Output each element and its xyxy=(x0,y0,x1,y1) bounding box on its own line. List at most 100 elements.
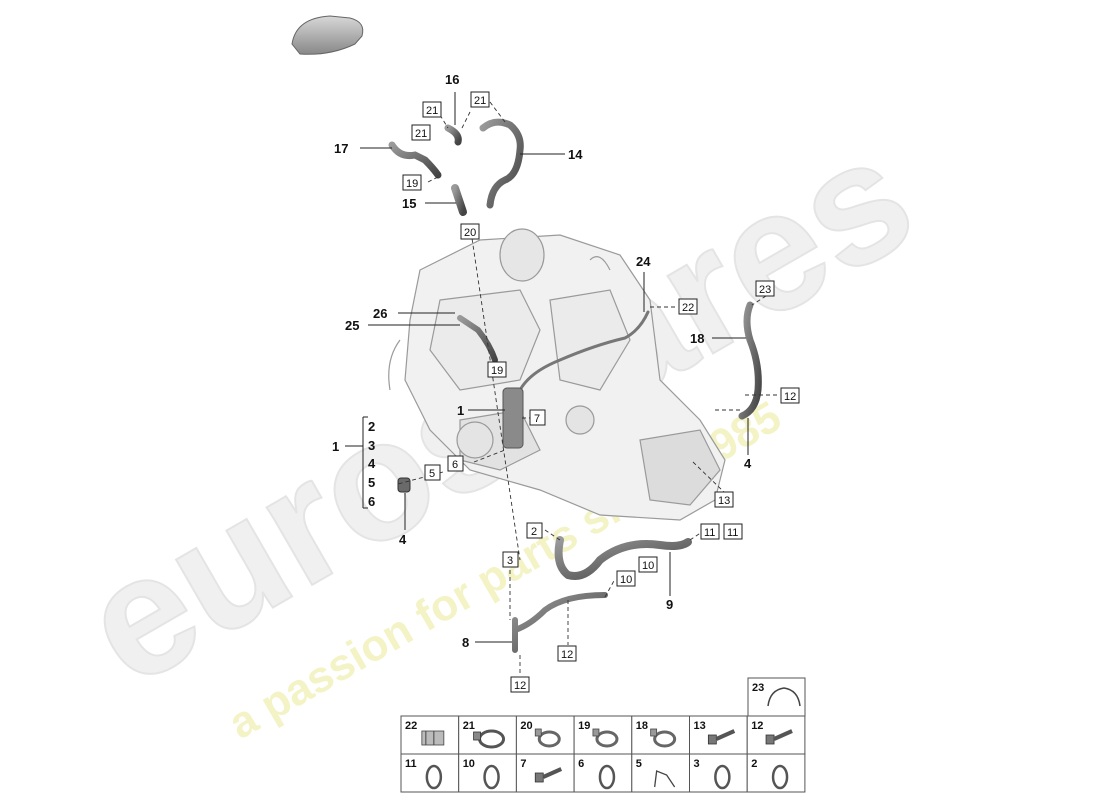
legend-tile-18: 18 xyxy=(631,715,690,755)
ref-box-6: 6 xyxy=(447,455,464,472)
legend-number: 2 xyxy=(751,758,757,770)
spring-clamp-icon xyxy=(534,728,561,748)
legend-number: 5 xyxy=(636,758,642,770)
ref-box-10-b: 10 xyxy=(616,570,636,587)
clip-bracket-icon xyxy=(421,730,445,746)
callout-4-plug: 4 xyxy=(399,532,407,547)
svg-text:20: 20 xyxy=(464,227,476,239)
spring-clamp-icon xyxy=(592,728,619,748)
legend-number: 21 xyxy=(463,720,475,732)
car-silhouette-icon xyxy=(291,15,364,55)
ref-box-19-b: 19 xyxy=(487,361,507,378)
ref-box-3: 3 xyxy=(502,551,519,568)
callouts: 16 17 14 15 24 26 25 18 1 1 2 3 4 5 6 4 … xyxy=(332,72,752,650)
legend-number: 6 xyxy=(578,758,584,770)
svg-text:22: 22 xyxy=(682,302,694,314)
o-ring-icon xyxy=(714,764,731,790)
legend-tile-3: 3 xyxy=(689,753,748,793)
svg-text:2: 2 xyxy=(531,526,537,538)
leader-lines xyxy=(345,92,749,643)
svg-text:19: 19 xyxy=(491,365,503,377)
callout-1-kit: 1 xyxy=(332,439,339,454)
legend-tile-20: 20 xyxy=(515,715,575,755)
callout-9: 9 xyxy=(666,597,673,612)
svg-text:12: 12 xyxy=(784,391,796,403)
ref-box-12-a: 12 xyxy=(780,387,800,404)
svg-text:10: 10 xyxy=(642,560,654,572)
bolt-icon xyxy=(765,729,793,745)
legend-row-1: 22 21 20 19 18 13 12 xyxy=(400,715,806,755)
ref-box-7: 7 xyxy=(529,409,546,426)
ref-box-22: 22 xyxy=(678,298,698,315)
reference-boxes: 21 21 21 19 20 22 23 19 7 6 5 12 13 2 3 … xyxy=(402,91,800,693)
callout-17: 17 xyxy=(334,141,348,156)
svg-text:6: 6 xyxy=(452,459,458,471)
ref-box-21-b: 21 xyxy=(411,124,431,141)
ref-box-19-a: 19 xyxy=(402,174,422,191)
ref-box-10-a: 10 xyxy=(638,556,658,573)
legend-number: 22 xyxy=(405,720,417,732)
legend-number: 20 xyxy=(520,720,532,732)
ref-box-5: 5 xyxy=(424,464,441,481)
legend-tile-13: 13 xyxy=(689,715,748,755)
callout-8: 8 xyxy=(462,635,469,650)
callout-14: 14 xyxy=(568,147,583,162)
ref-box-11-b: 11 xyxy=(723,523,743,540)
ref-box-12-c: 12 xyxy=(510,676,530,693)
ref-box-12-b: 12 xyxy=(557,645,577,662)
hose-clamp-icon xyxy=(473,729,506,749)
svg-text:23: 23 xyxy=(752,682,764,694)
callout-kit-6: 6 xyxy=(368,494,375,509)
callout-15: 15 xyxy=(402,196,416,211)
wire-clip-icon xyxy=(767,687,801,707)
legend-number: 11 xyxy=(405,758,417,770)
callout-1-housing: 1 xyxy=(457,403,464,418)
ref-box-11-a: 11 xyxy=(700,523,720,540)
svg-text:21: 21 xyxy=(474,95,486,107)
svg-text:13: 13 xyxy=(718,495,730,507)
legend-tile-12: 12 xyxy=(746,715,806,755)
legend-tile-2: 2 xyxy=(746,753,806,793)
callout-16: 16 xyxy=(445,72,459,87)
legend-tile-22: 22 xyxy=(400,715,460,755)
legend-number: 18 xyxy=(636,720,648,732)
ref-box-23: 23 xyxy=(755,280,775,297)
svg-text:21: 21 xyxy=(415,128,427,140)
svg-text:10: 10 xyxy=(620,574,632,586)
ref-box-21-c: 21 xyxy=(470,91,490,108)
legend-tile-10: 10 xyxy=(458,753,517,793)
callout-26: 26 xyxy=(373,306,387,321)
callout-kit-5: 5 xyxy=(368,475,375,490)
callout-kit-2: 2 xyxy=(368,419,375,434)
hoses xyxy=(388,118,762,653)
ref-box-2: 2 xyxy=(526,522,543,539)
legend-tile-21: 21 xyxy=(458,715,517,755)
bolt-icon xyxy=(534,767,563,783)
legend-tile-11: 11 xyxy=(400,753,460,793)
svg-text:5: 5 xyxy=(429,468,435,480)
legend-number: 13 xyxy=(694,720,706,732)
legend-number: 19 xyxy=(578,720,590,732)
callout-kit-3: 3 xyxy=(368,438,375,453)
callout-24: 24 xyxy=(636,254,651,269)
o-ring-icon xyxy=(483,764,500,790)
callout-25: 25 xyxy=(345,318,359,333)
o-ring-icon xyxy=(771,764,789,790)
bolt-icon xyxy=(707,729,736,745)
spring-clamp-icon xyxy=(650,728,677,748)
svg-text:3: 3 xyxy=(507,555,513,567)
legend-number: 3 xyxy=(694,758,700,770)
callout-4-right: 4 xyxy=(744,456,752,471)
legend-tile-5: 5 xyxy=(631,753,690,793)
legend-tile-7: 7 xyxy=(515,753,575,793)
o-ring-icon xyxy=(425,764,443,790)
legend-tile-19: 19 xyxy=(573,715,633,755)
o-ring-icon xyxy=(598,764,616,790)
callout-kit-4: 4 xyxy=(368,456,376,471)
callout-18: 18 xyxy=(690,331,704,346)
svg-text:23: 23 xyxy=(759,284,771,296)
ref-box-21-a: 21 xyxy=(422,101,442,118)
